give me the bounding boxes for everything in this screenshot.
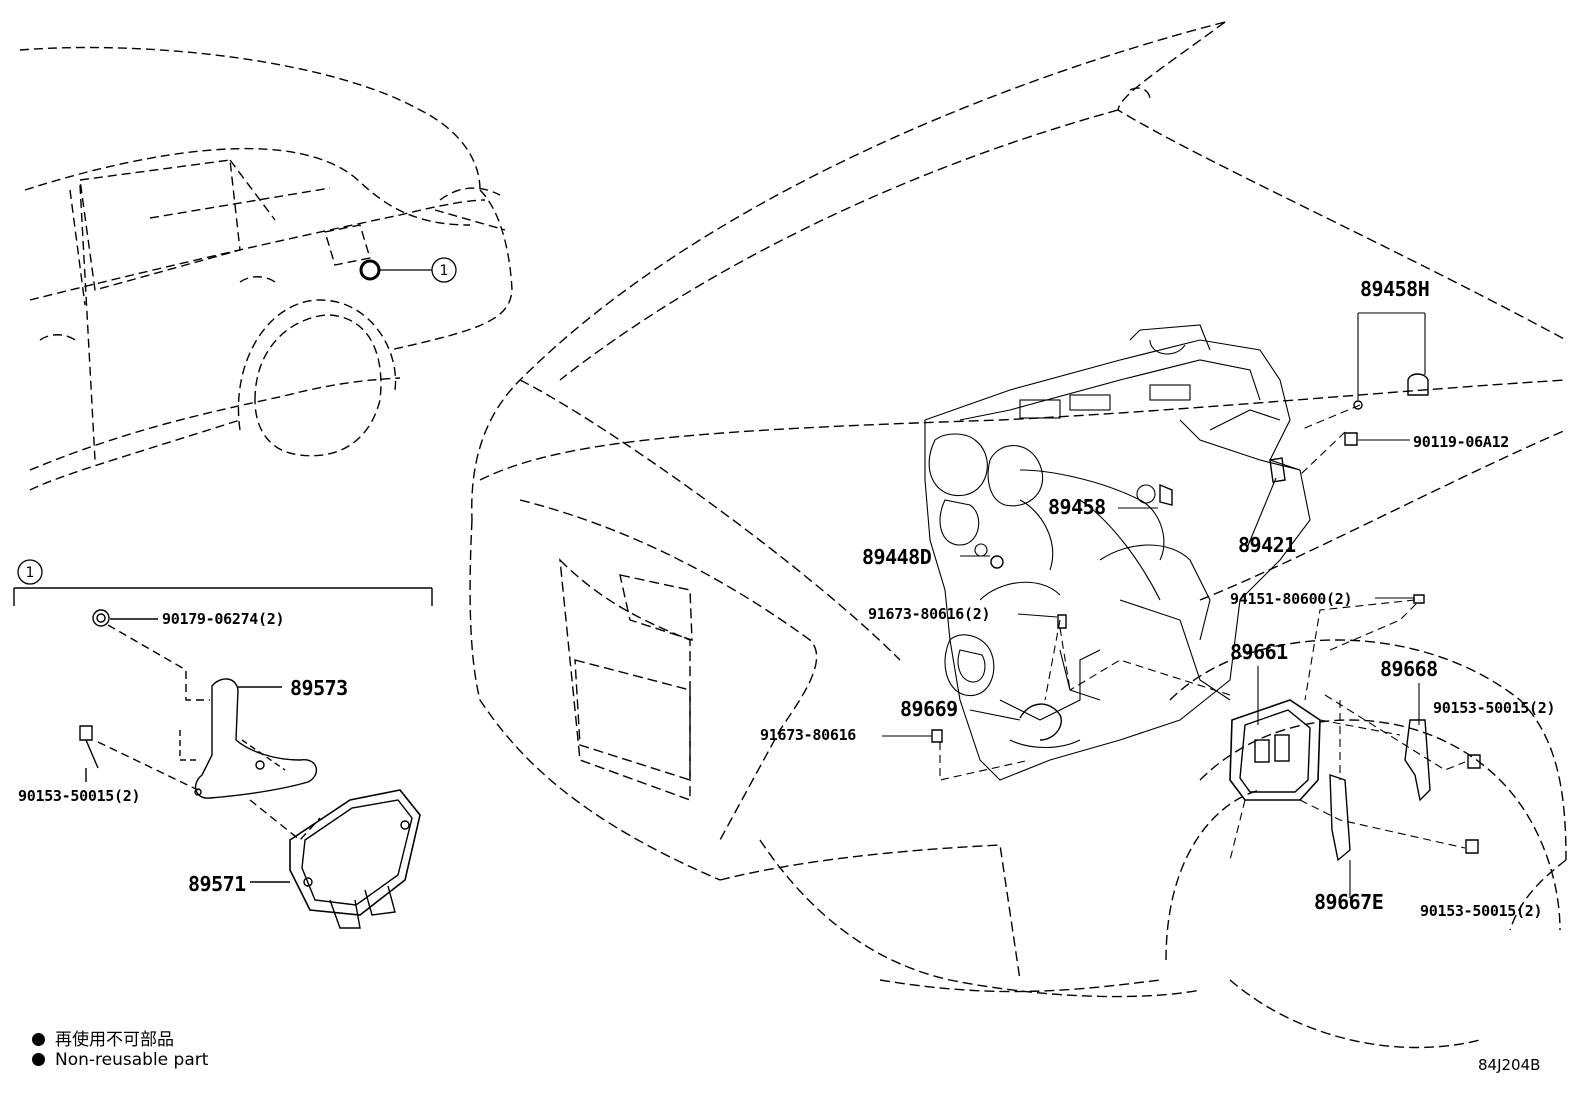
legend-non-reusable-ja: 再使用不可部品 (32, 1025, 174, 1050)
diagram-code: 84J204B (1478, 1056, 1541, 1074)
part-label-89661: 89661 (1230, 640, 1288, 664)
callout-circle-drawing: 1 (431, 257, 457, 283)
part-label-91673-80616-2: 91673-80616(2) (868, 605, 991, 623)
fuel-lid-marker (359, 259, 381, 281)
part-label-90179-06274: 90179-06274(2) (162, 610, 285, 628)
left-detail-parts (79, 609, 421, 929)
part-label-89667E: 89667E (1314, 890, 1384, 914)
rear-car-outline (19, 46, 513, 491)
part-label-90119-06A12: 90119-06A12 (1413, 433, 1510, 451)
legend-text-en: Non-reusable part (55, 1050, 209, 1070)
part-label-89668: 89668 (1380, 657, 1438, 681)
part-label-89669: 89669 (900, 697, 958, 721)
dashed-guides (939, 404, 1466, 861)
leader-lines (882, 312, 1426, 898)
part-label-89571: 89571 (188, 872, 246, 896)
part-label-89421: 89421 (1238, 533, 1296, 557)
bullet-icon (32, 1053, 45, 1066)
engine-ecu (931, 373, 1481, 862)
legend-non-reusable-en: Non-reusable part (32, 1050, 208, 1070)
bullet-icon (32, 1033, 45, 1046)
part-label-94151-80600: 94151-80600(2) (1230, 590, 1353, 608)
svg-text:1: 1 (26, 565, 35, 581)
detail-box-1 (13, 587, 433, 606)
svg-text:1: 1 (440, 263, 449, 279)
part-label-90153-50015-right-2: 90153-50015(2) (1420, 902, 1543, 920)
callout-circle-detail: 1 (17, 559, 43, 585)
part-label-89573: 89573 (290, 676, 348, 700)
front-car-outline (469, 21, 1567, 1049)
legend-text-ja: 再使用不可部品 (55, 1030, 174, 1050)
part-label-90153-50015-left: 90153-50015(2) (18, 787, 141, 805)
part-label-90153-50015-right-1: 90153-50015(2) (1433, 699, 1556, 717)
part-label-91673-80616: 91673-80616 (760, 726, 857, 744)
part-label-89448D: 89448D (862, 545, 932, 569)
part-label-89458: 89458 (1048, 495, 1106, 519)
part-label-89458H: 89458H (1360, 277, 1430, 301)
